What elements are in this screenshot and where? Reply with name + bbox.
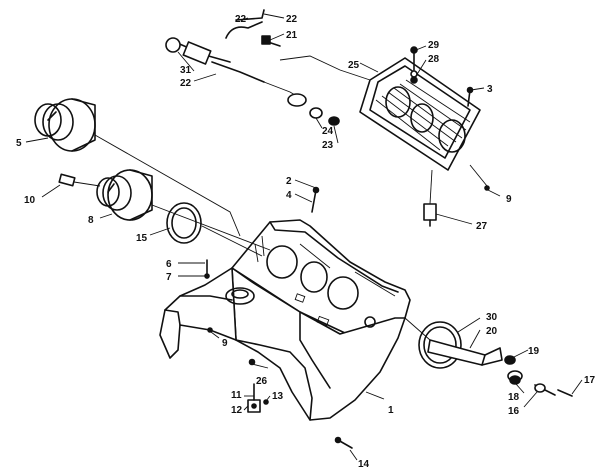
callout-31: 31 [180, 65, 192, 76]
callout-5: 5 [16, 138, 22, 149]
callout-30: 30 [486, 312, 498, 323]
callout-20: 20 [486, 326, 498, 337]
callout-labels: 1 2 3 4 5 6 7 8 9 9 10 11 12 13 14 15 16… [16, 14, 596, 470]
callout-9-right: 9 [506, 194, 512, 205]
callout-25: 25 [348, 60, 360, 71]
key-switch-assembly [404, 317, 573, 397]
callout-22-left: 22 [235, 14, 247, 25]
callout-9-left: 9 [222, 338, 228, 349]
console-housing [159, 219, 411, 421]
callout-19: 19 [528, 346, 540, 357]
callout-4: 4 [286, 190, 292, 201]
callout-27: 27 [476, 221, 488, 232]
callout-6: 6 [166, 259, 172, 270]
choke-cable-assembly [165, 9, 371, 126]
callout-24: 24 [322, 126, 334, 137]
callout-7: 7 [166, 272, 172, 283]
callout-11: 11 [231, 390, 242, 401]
callout-13: 13 [272, 391, 284, 402]
callout-22-right: 22 [286, 14, 298, 25]
callout-17: 17 [584, 375, 596, 386]
callout-2: 2 [286, 176, 292, 187]
callout-22-lower: 22 [180, 78, 192, 89]
callout-14: 14 [358, 459, 370, 470]
callout-1: 1 [388, 405, 394, 416]
gauge-bezel-ring [166, 202, 202, 244]
tachometer-gauge [96, 169, 153, 221]
callout-15: 15 [136, 233, 148, 244]
leader-lines [25, 13, 583, 461]
instrument-bezel [359, 46, 490, 227]
callout-3: 3 [487, 84, 493, 95]
callout-12: 12 [231, 405, 243, 416]
speedometer-gauge [34, 98, 96, 152]
callout-21: 21 [286, 30, 298, 41]
callout-28: 28 [428, 54, 440, 65]
bulb-socket [58, 173, 101, 187]
callout-23: 23 [322, 140, 334, 151]
callout-8: 8 [88, 215, 94, 226]
callout-16: 16 [508, 406, 520, 417]
callout-18: 18 [508, 392, 520, 403]
callout-29: 29 [428, 40, 440, 51]
callout-26: 26 [256, 376, 268, 387]
hardware-screws [204, 186, 353, 449]
callout-10: 10 [24, 195, 36, 206]
